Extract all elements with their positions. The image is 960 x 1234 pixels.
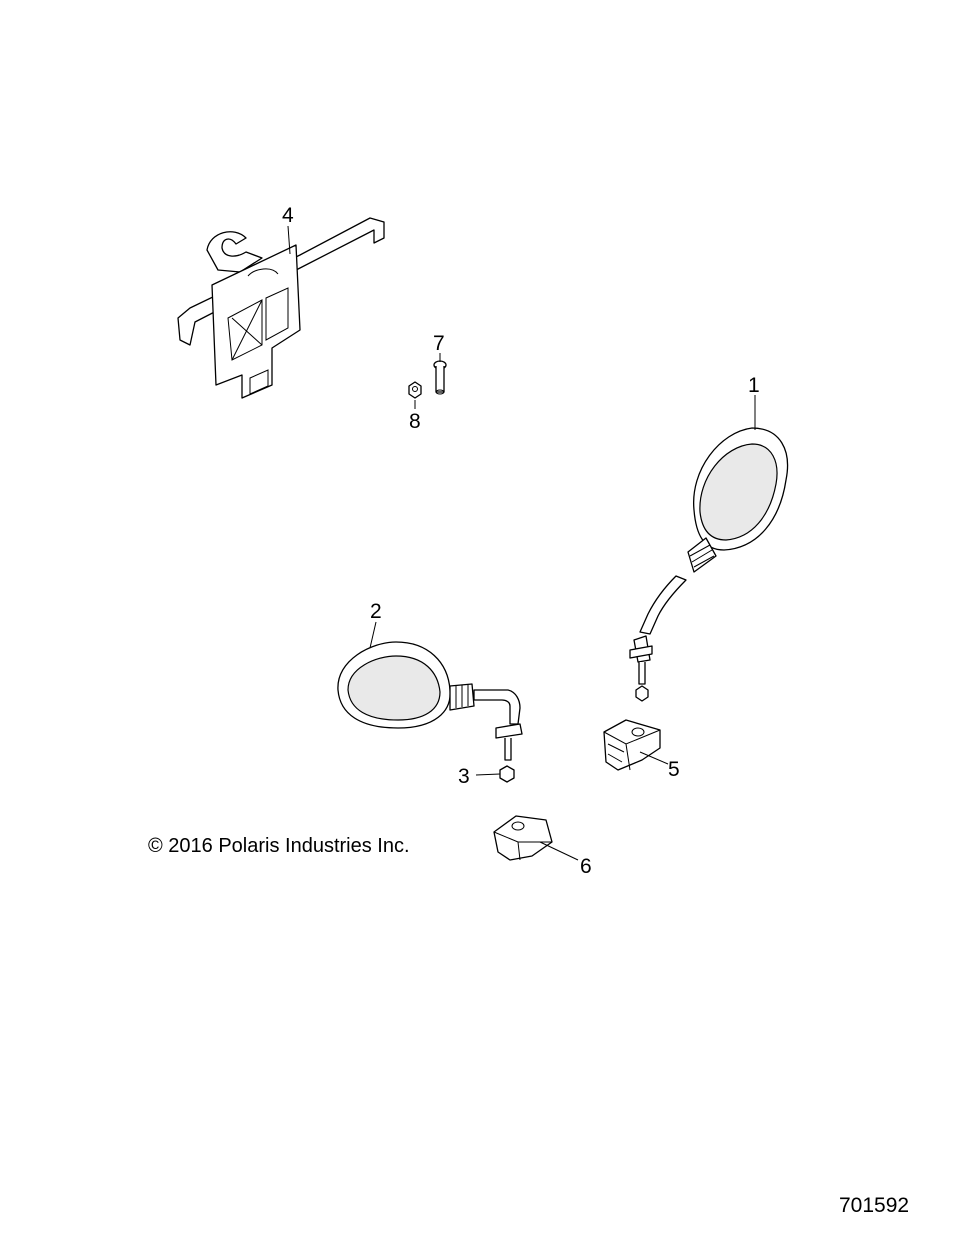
part-6-mount	[493, 815, 553, 861]
callout-6: 6	[580, 855, 592, 878]
part-5-mount	[603, 719, 661, 771]
part-7-bolt	[433, 360, 447, 395]
part-4-bracket	[177, 217, 385, 399]
leader-line-5	[639, 751, 669, 765]
part-8-nut	[408, 381, 422, 399]
callout-5: 5	[668, 758, 680, 781]
document-number: 701592	[839, 1194, 909, 1217]
part-2-mirror-left	[337, 641, 523, 783]
callout-4: 4	[282, 204, 294, 227]
callout-3: 3	[458, 765, 470, 788]
callout-8: 8	[409, 410, 421, 433]
leader-line-4	[287, 225, 291, 255]
part-1-mirror-right	[629, 427, 789, 702]
copyright-notice: © 2016 Polaris Industries Inc.	[148, 835, 410, 857]
leader-line-6	[539, 841, 579, 861]
leader-line-3	[475, 773, 501, 776]
callout-7: 7	[433, 332, 445, 355]
callout-2: 2	[370, 600, 382, 623]
leader-line-2	[369, 621, 377, 649]
callout-1: 1	[748, 374, 760, 397]
